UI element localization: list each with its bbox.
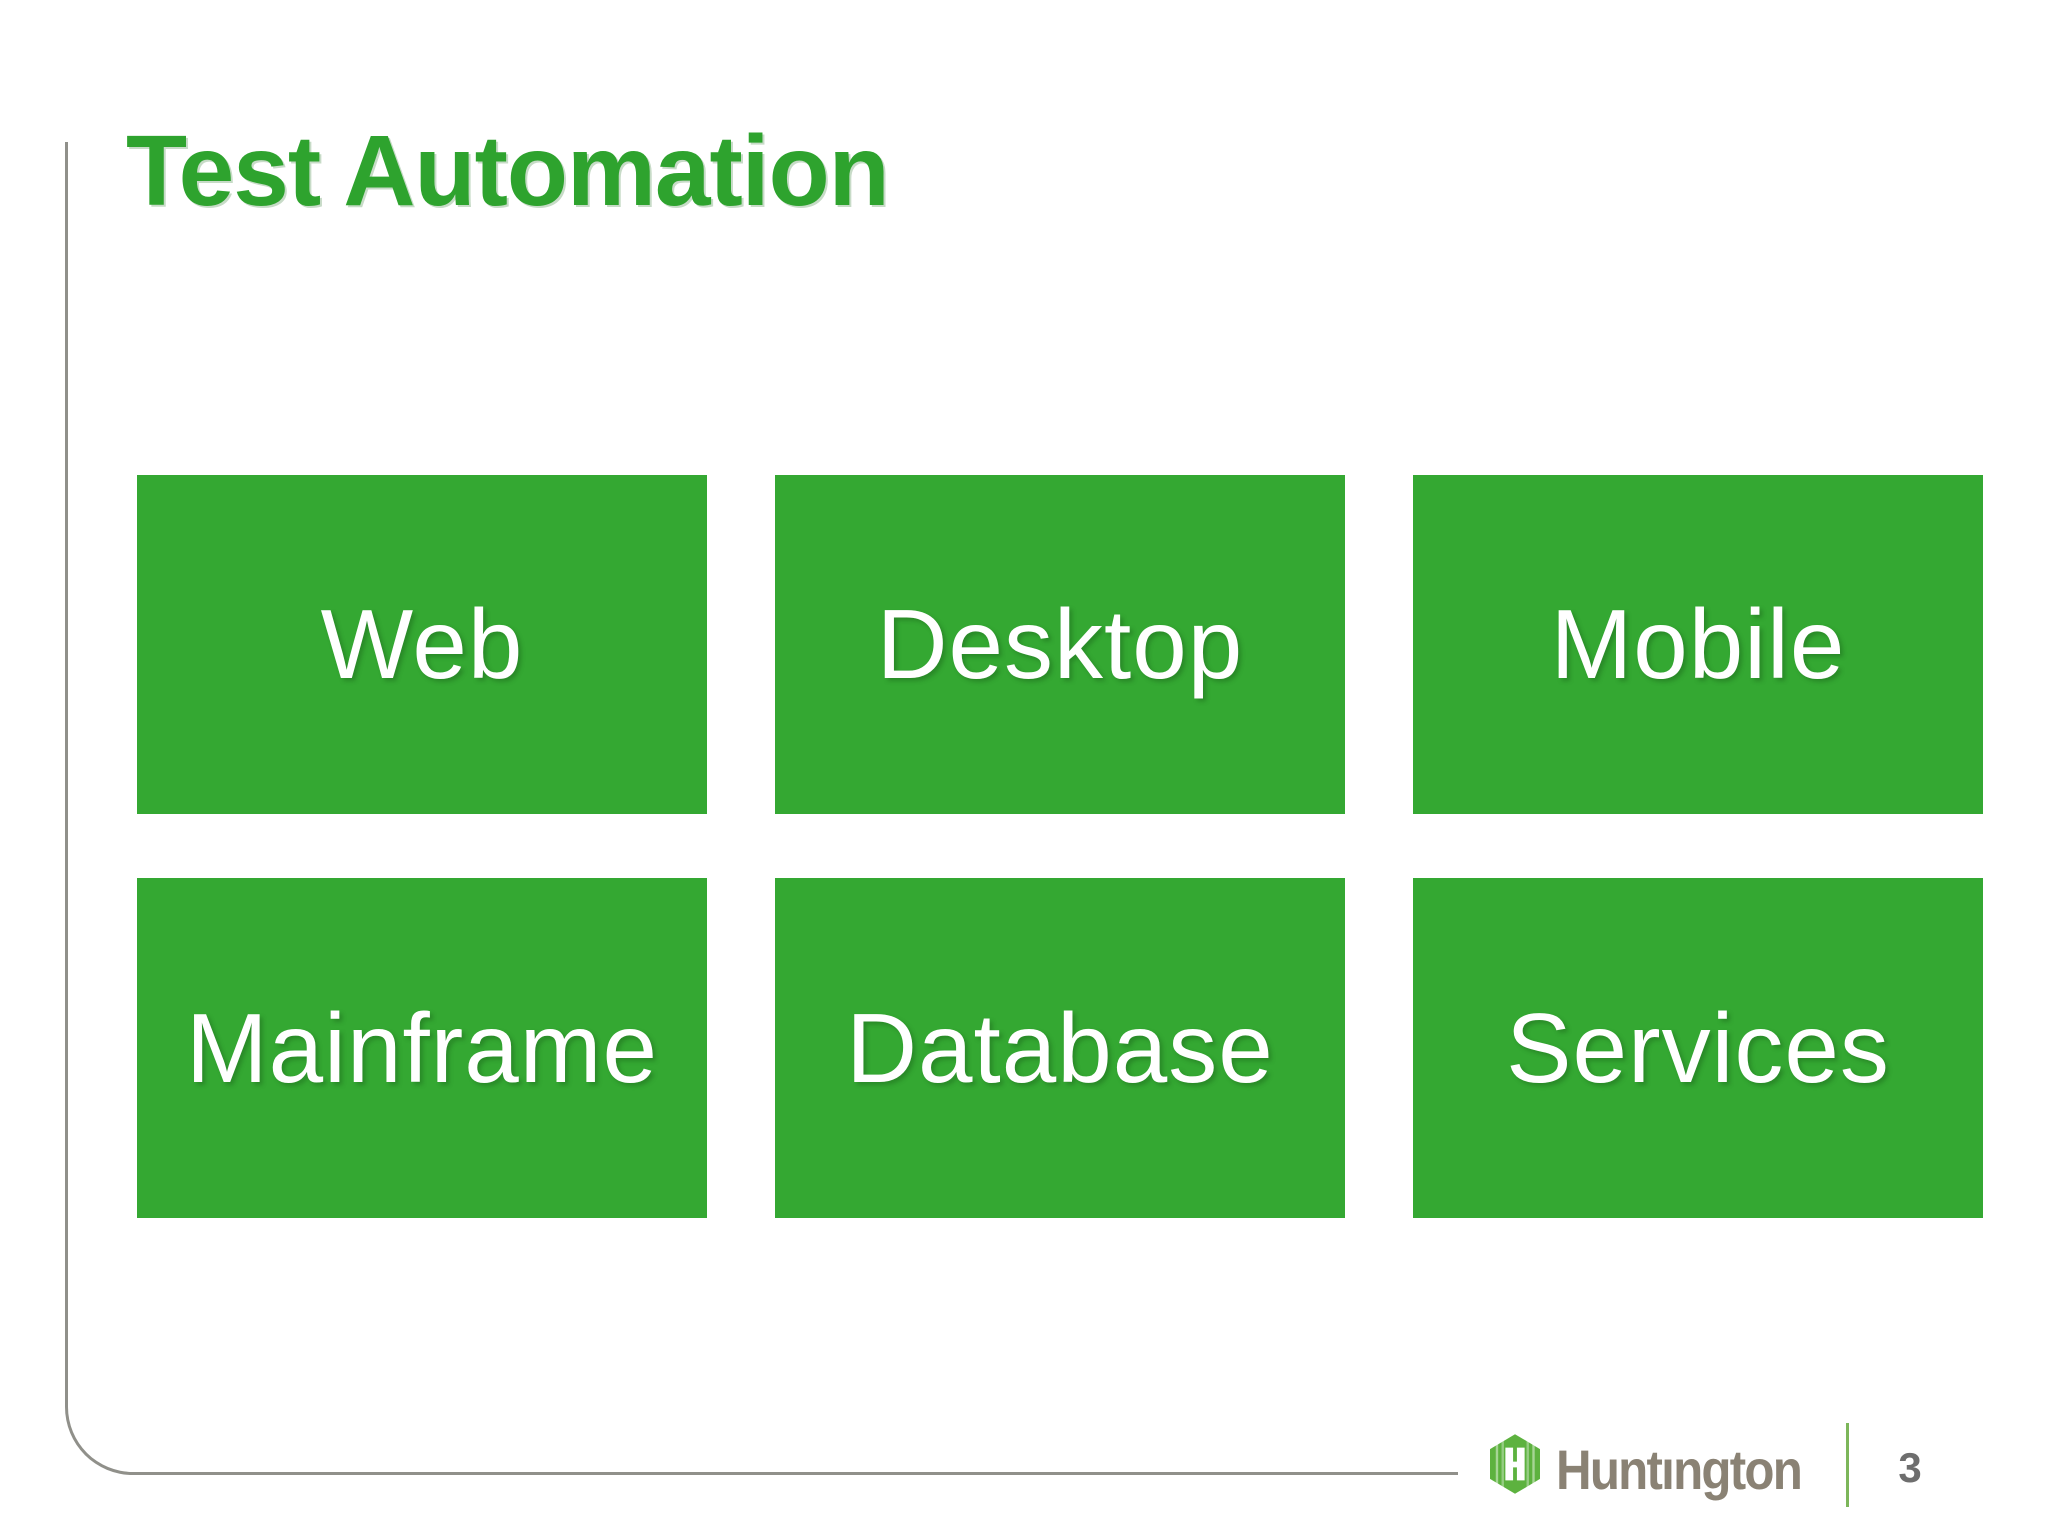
footer-brand-area: Huntıngton [1490, 1423, 1835, 1513]
capability-box-grid: Web Desktop Mobile Mainframe Database Se… [137, 475, 1983, 1218]
box-mobile: Mobile [1413, 475, 1983, 814]
huntington-hexagon-icon [1490, 1434, 1540, 1494]
footer-separator-line [1846, 1423, 1849, 1507]
box-label: Database [846, 992, 1274, 1103]
box-database: Database [775, 878, 1345, 1218]
box-mainframe: Mainframe [137, 878, 707, 1218]
slide-title: Test Automation [126, 115, 890, 227]
box-label: Mobile [1550, 589, 1846, 699]
box-label: Web [320, 589, 524, 699]
box-web: Web [137, 475, 707, 814]
page-number: 3 [1898, 1444, 1922, 1491]
box-desktop: Desktop [775, 475, 1345, 814]
box-label: Mainframe [186, 992, 658, 1103]
box-label: Desktop [876, 589, 1244, 699]
box-label: Services [1506, 992, 1890, 1103]
brand-wordmark: Huntıngton [1556, 1438, 1803, 1501]
box-services: Services [1413, 878, 1983, 1218]
